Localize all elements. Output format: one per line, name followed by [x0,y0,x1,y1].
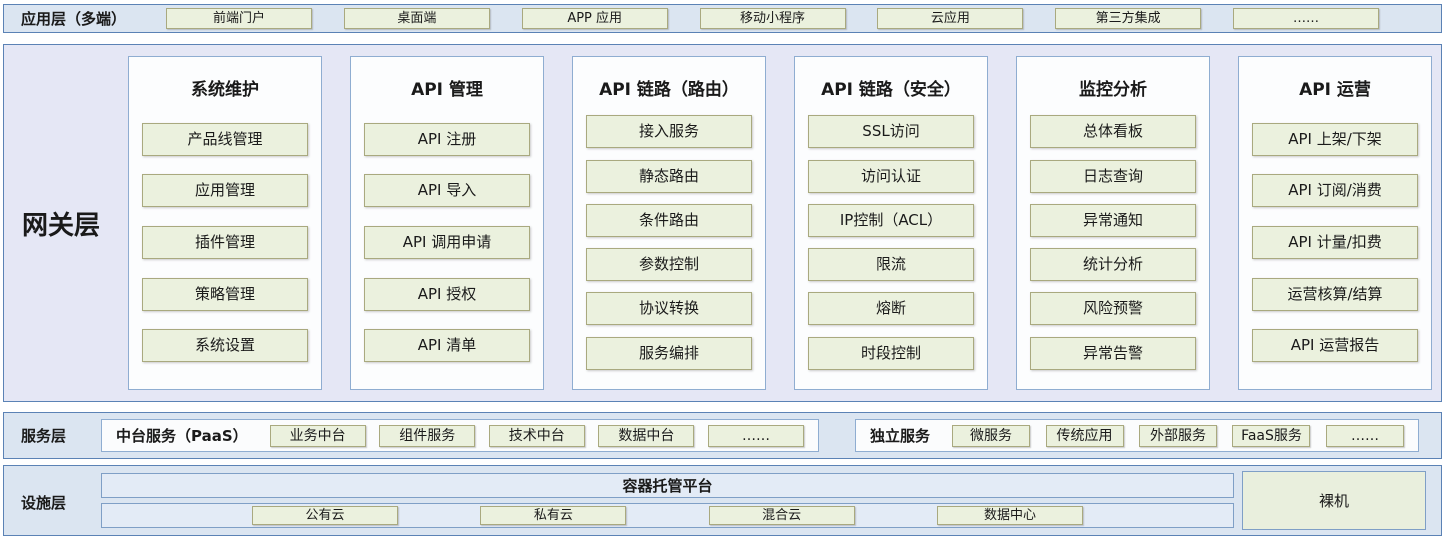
gateway-node: 限流 [808,248,974,282]
infrastructure-layer-band: 设施层 容器托管平台 公有云 私有云 混合云 数据中心 裸机 [3,465,1442,536]
app-item: APP 应用 [521,8,668,29]
gateway-node: API 调用申请 [364,225,530,259]
gateway-node: API 运营报告 [1252,329,1418,363]
app-item: 第三方集成 [1055,8,1202,29]
application-items-row: 前端门户 桌面端 APP 应用 移动小程序 云应用 第三方集成 …… [166,8,1379,29]
gateway-node: 条件路由 [586,203,752,237]
gateway-node: 服务编排 [586,336,752,370]
gateway-node: 总体看板 [1030,115,1196,149]
service-item: 组件服务 [379,424,476,447]
gateway-column-api-link-routing: API 链路（路由） 接入服务 静态路由 条件路由 参数控制 协议转换 服务编排 [572,56,766,390]
service-item: 传统应用 [1045,424,1124,447]
container-platform-bar: 容器托管平台 [101,473,1234,498]
gateway-node: API 注册 [364,122,530,156]
gateway-column-api-management: API 管理 API 注册 API 导入 API 调用申请 API 授权 API… [350,56,544,390]
service-item: 外部服务 [1138,424,1217,447]
gateway-node: API 上架/下架 [1252,122,1418,156]
service-item: 技术中台 [488,424,585,447]
app-item: 云应用 [877,8,1024,29]
cloud-item: 私有云 [480,506,627,525]
gateway-node: 静态路由 [586,159,752,193]
gateway-node: 日志查询 [1030,159,1196,193]
service-item: 数据中台 [598,424,695,447]
gateway-node: 统计分析 [1030,248,1196,282]
gateway-node: 熔断 [808,292,974,326]
gateway-column-title: API 管理 [411,80,483,100]
service-item: 微服务 [952,424,1031,447]
service-item: FaaS服务 [1232,424,1311,447]
gateway-node: IP控制（ACL） [808,203,974,237]
paas-group-title: 中台服务（PaaS） [116,427,248,445]
infrastructure-left-stack: 容器托管平台 公有云 私有云 混合云 数据中心 [101,473,1234,528]
gateway-node: 风险预警 [1030,292,1196,326]
gateway-node: API 计量/扣费 [1252,225,1418,259]
gateway-node: 插件管理 [142,225,308,259]
application-layer-label: 应用层（多端） [21,10,127,28]
independent-group-title: 独立服务 [870,427,931,445]
gateway-node: 应用管理 [142,174,308,208]
cloud-row: 公有云 私有云 混合云 数据中心 [101,503,1234,528]
bare-metal-box: 裸机 [1242,471,1426,530]
gateway-node: 异常告警 [1030,336,1196,370]
service-item: 业务中台 [269,424,366,447]
cloud-item: 公有云 [252,506,398,525]
gateway-columns-row: 系统维护 产品线管理 应用管理 插件管理 策略管理 系统设置 API 管理 AP… [128,56,1432,390]
gateway-column-title: 系统维护 [191,80,259,100]
infrastructure-layer-label: 设施层 [21,494,67,512]
gateway-column-system-maintenance: 系统维护 产品线管理 应用管理 插件管理 策略管理 系统设置 [128,56,322,390]
gateway-column-api-operation: API 运营 API 上架/下架 API 订阅/消费 API 计量/扣费 运营核… [1238,56,1432,390]
gateway-column-api-link-security: API 链路（安全） SSL访问 访问认证 IP控制（ACL） 限流 熔断 时段… [794,56,988,390]
gateway-node: 系统设置 [142,329,308,363]
gateway-node: SSL访问 [808,115,974,149]
independent-services-group: 独立服务 微服务 传统应用 外部服务 FaaS服务 …… [855,419,1419,452]
gateway-layer-band: 网关层 系统维护 产品线管理 应用管理 插件管理 策略管理 系统设置 API 管… [3,44,1442,402]
application-layer-band: 应用层（多端） 前端门户 桌面端 APP 应用 移动小程序 云应用 第三方集成 … [3,4,1442,33]
gateway-node: API 导入 [364,174,530,208]
service-item: …… [1325,424,1404,447]
gateway-node: 参数控制 [586,248,752,282]
gateway-node: 产品线管理 [142,122,308,156]
gateway-node: 接入服务 [586,115,752,149]
cloud-item: 数据中心 [936,506,1083,525]
gateway-node: 运营核算/结算 [1252,277,1418,311]
app-item: 桌面端 [343,8,490,29]
gateway-node: 异常通知 [1030,203,1196,237]
gateway-node: 访问认证 [808,159,974,193]
app-item: 移动小程序 [699,8,846,29]
gateway-node: API 授权 [364,277,530,311]
gateway-node: API 清单 [364,329,530,363]
gateway-column-title: API 运营 [1299,80,1371,100]
gateway-column-title: 监控分析 [1079,80,1147,100]
gateway-layer-label: 网关层 [22,211,101,241]
gateway-node: 策略管理 [142,277,308,311]
gateway-node: 时段控制 [808,336,974,370]
gateway-column-monitoring-analysis: 监控分析 总体看板 日志查询 异常通知 统计分析 风险预警 异常告警 [1016,56,1210,390]
gateway-node: 协议转换 [586,292,752,326]
gateway-column-title: API 链路（路由） [599,80,739,100]
service-layer-band: 服务层 中台服务（PaaS） 业务中台 组件服务 技术中台 数据中台 …… 独立… [3,412,1442,459]
app-item: 前端门户 [166,8,313,29]
service-item: …… [707,424,804,447]
app-item: …… [1232,8,1379,29]
gateway-column-title: API 链路（安全） [821,80,961,100]
cloud-item: 混合云 [708,506,855,525]
gateway-node: API 订阅/消费 [1252,174,1418,208]
paas-services-group: 中台服务（PaaS） 业务中台 组件服务 技术中台 数据中台 …… [101,419,819,452]
service-layer-label: 服务层 [21,427,67,445]
